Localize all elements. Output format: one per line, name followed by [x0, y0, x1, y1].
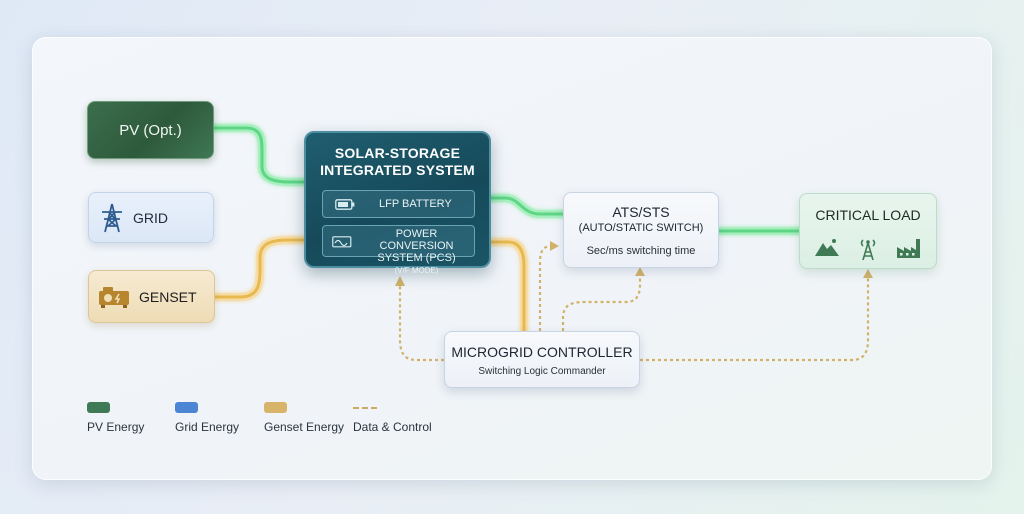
control-arrowheads: [395, 241, 873, 286]
genset-source-label: GENSET: [139, 288, 197, 305]
legend-control-label: Data & Control: [353, 420, 432, 434]
system-title-line-2: INTEGRATED SYSTEM: [320, 162, 475, 178]
legend-genset-swatch: [264, 402, 287, 413]
microgrid-controller-box: MICROGRID CONTROLLER Switching Logic Com…: [444, 331, 640, 388]
ats-switching-time: Sec/ms switching time: [586, 245, 696, 257]
controller-title: MICROGRID CONTROLLER: [451, 344, 633, 360]
critical-load-title: CRITICAL LOAD: [815, 207, 921, 223]
pcs-label-line-1: POWER CONVERSION: [379, 228, 454, 252]
factory-icon: [897, 239, 920, 258]
ats-title: ATS/STS: [612, 204, 670, 220]
control-lines: [398, 244, 870, 362]
antenna-tower-icon: [860, 239, 876, 261]
legend-pv-label: PV Energy: [87, 420, 145, 434]
pcs-module: POWER CONVERSION SYSTEM (PCS) (V/F MODE): [322, 225, 475, 275]
pv-source-box: PV (Opt.): [87, 101, 214, 159]
legend-pv: PV Energy: [87, 402, 144, 434]
pv-source-label: PV (Opt.): [119, 121, 182, 139]
battery-icon: [335, 198, 355, 210]
ats-sts-box: ATS/STS (AUTO/STATIC SWITCH) Sec/ms swit…: [563, 192, 719, 268]
legend-control-swatch: [353, 407, 377, 409]
genset-source-box: GENSET: [88, 270, 215, 323]
legend-genset-label: Genset Energy: [264, 420, 345, 434]
system-title: SOLAR-STORAGE INTEGRATED SYSTEM: [306, 145, 489, 179]
legend-grid-label: Grid Energy: [175, 420, 240, 434]
genset-energy-line: [211, 236, 528, 334]
legend-grid-swatch: [175, 402, 198, 413]
pv-energy-line: [210, 124, 804, 235]
pcs-label-line-2: SYSTEM (PCS): [377, 252, 456, 264]
generator-icon: [99, 286, 129, 308]
legend-pv-swatch: [87, 402, 110, 413]
solar-storage-system-box: SOLAR-STORAGE INTEGRATED SYSTEM LFP BATT…: [304, 131, 491, 275]
legend-genset: Genset Energy: [264, 402, 344, 434]
controller-subtitle: Switching Logic Commander: [478, 366, 606, 377]
lfp-battery-module: LFP BATTERY: [322, 190, 475, 218]
legend-grid: Grid Energy: [175, 402, 239, 434]
legend-control: Data & Control: [353, 402, 432, 434]
inverter-icon: [332, 236, 352, 248]
mountain-icon: [815, 239, 839, 256]
grid-source-label: GRID: [133, 209, 168, 226]
battery-label: LFP BATTERY: [379, 198, 452, 210]
pcs-mode-label: (V/F MODE): [394, 266, 439, 275]
grid-source-box: GRID: [88, 192, 214, 243]
system-title-line-1: SOLAR-STORAGE: [334, 145, 461, 161]
ats-subtitle: (AUTO/STATIC SWITCH): [578, 222, 704, 234]
critical-load-box: CRITICAL LOAD: [799, 193, 937, 269]
transmission-tower-icon: [102, 203, 122, 232]
